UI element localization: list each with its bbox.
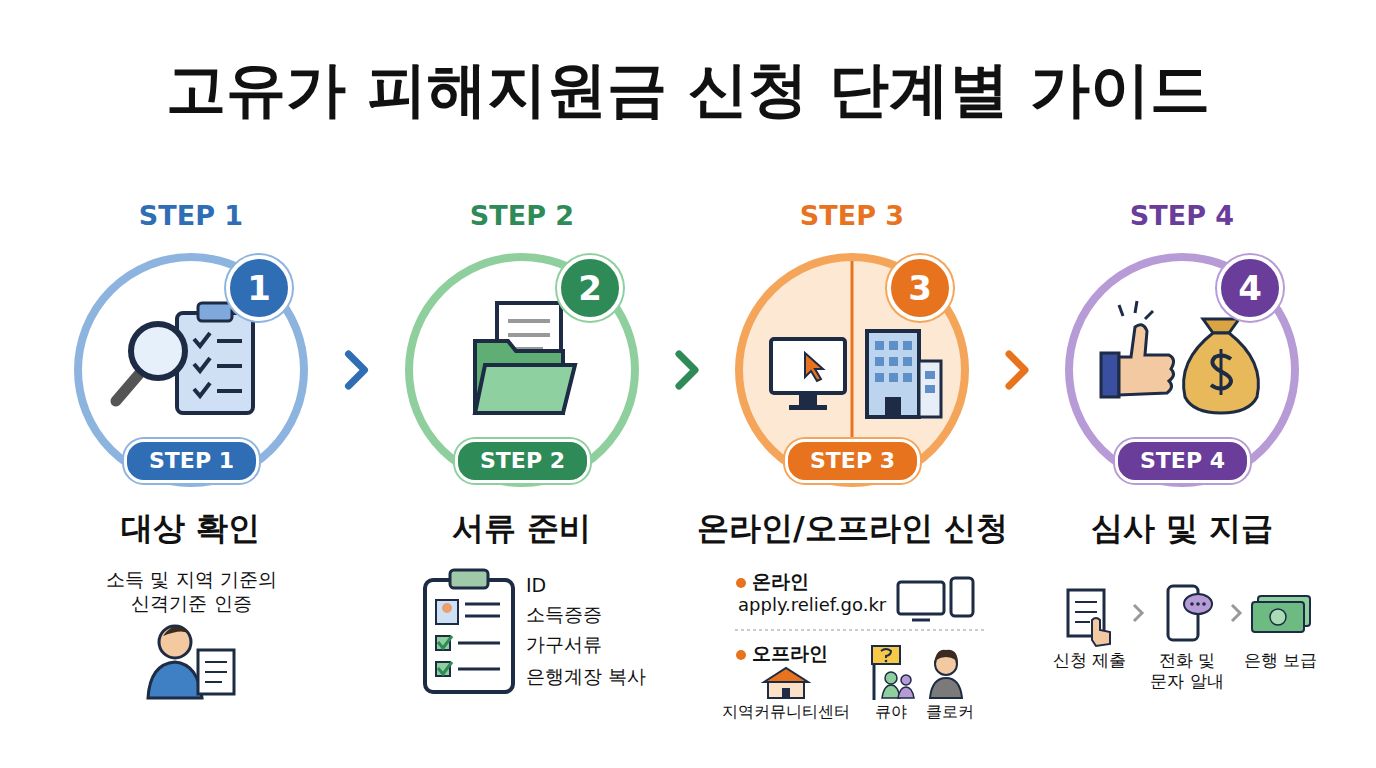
phone-icon [951, 578, 973, 616]
bullet-dot [736, 650, 746, 660]
community-center-icon [764, 668, 808, 698]
step-detail: 가구서류 [526, 633, 602, 657]
step-title: 심사 및 지급 [1091, 508, 1273, 548]
step-title: 대상 확인 [121, 508, 260, 548]
step-title: 오프라인 [752, 642, 828, 666]
separator [735, 629, 985, 631]
step-arrow [639, 354, 735, 386]
step-arrow [308, 354, 405, 386]
step-pill: STEP 4 [1115, 439, 1250, 483]
phone-chat-icon [1168, 586, 1212, 640]
flow-chevron [1134, 605, 1142, 621]
bullet-dot [736, 578, 746, 588]
step-title: 서류 준비 [452, 508, 591, 548]
step-arrow [969, 354, 1065, 386]
step-pill: STEP 3 [785, 439, 920, 483]
cash-icon [1252, 596, 1310, 632]
step-circle: STEP 33STEP 3 [735, 253, 969, 487]
step-detail: 소득증증 [526, 603, 602, 627]
step-detail: 지역커뮤니티센터 [722, 702, 850, 722]
step-detail: 은행계장 복사 [526, 665, 646, 689]
document-hand-icon [1068, 590, 1110, 646]
step-heading: STEP 4 [1053, 199, 1311, 233]
step-detail: ID [526, 574, 546, 598]
monitor-icon [898, 582, 944, 620]
step-pill: STEP 2 [455, 439, 590, 483]
step-circle: STEP 22STEP 2 [405, 253, 639, 487]
step-detail: 큐야 [875, 702, 907, 722]
chevron-head [349, 354, 365, 386]
step-detail: 전화 및 문자 알내 [1146, 650, 1228, 693]
step-number-badge: 2 [557, 255, 623, 321]
step-circle: STEP 11STEP 1 [74, 253, 308, 487]
step-title: 온라인 [752, 570, 809, 594]
step-number-badge: 1 [226, 255, 292, 321]
step-pill: STEP 1 [124, 439, 259, 483]
chevron-head [679, 354, 695, 386]
step-title: 온라인/오프라인 신청 [697, 508, 1008, 548]
step-detail: apply.relief.go.kr [738, 594, 886, 617]
step-heading: STEP 2 [393, 199, 651, 233]
step-circle: STEP 44STEP 4 [1065, 253, 1299, 487]
step-detail: 은행 보급 [1244, 650, 1317, 671]
step-detail: 신청 제출 [1053, 650, 1126, 671]
step-heading: STEP 3 [723, 199, 981, 233]
clipboard-icon [425, 570, 513, 692]
step-detail: 클로커 [926, 702, 974, 722]
chevron-head [1009, 354, 1025, 386]
question-sign-icon [872, 646, 914, 700]
step-detail: 소득 및 지역 기준의 신격기준 인증 [84, 568, 299, 616]
clerk-icon [930, 650, 962, 698]
flow-chevron [1232, 605, 1240, 621]
title: 고유가 피해지원금 신청 단계별 가이드 [166, 52, 1210, 127]
step-number-badge: 4 [1217, 255, 1283, 321]
step-number-badge: 3 [887, 255, 953, 321]
step-heading: STEP 1 [62, 199, 320, 233]
person-icon [148, 626, 234, 698]
